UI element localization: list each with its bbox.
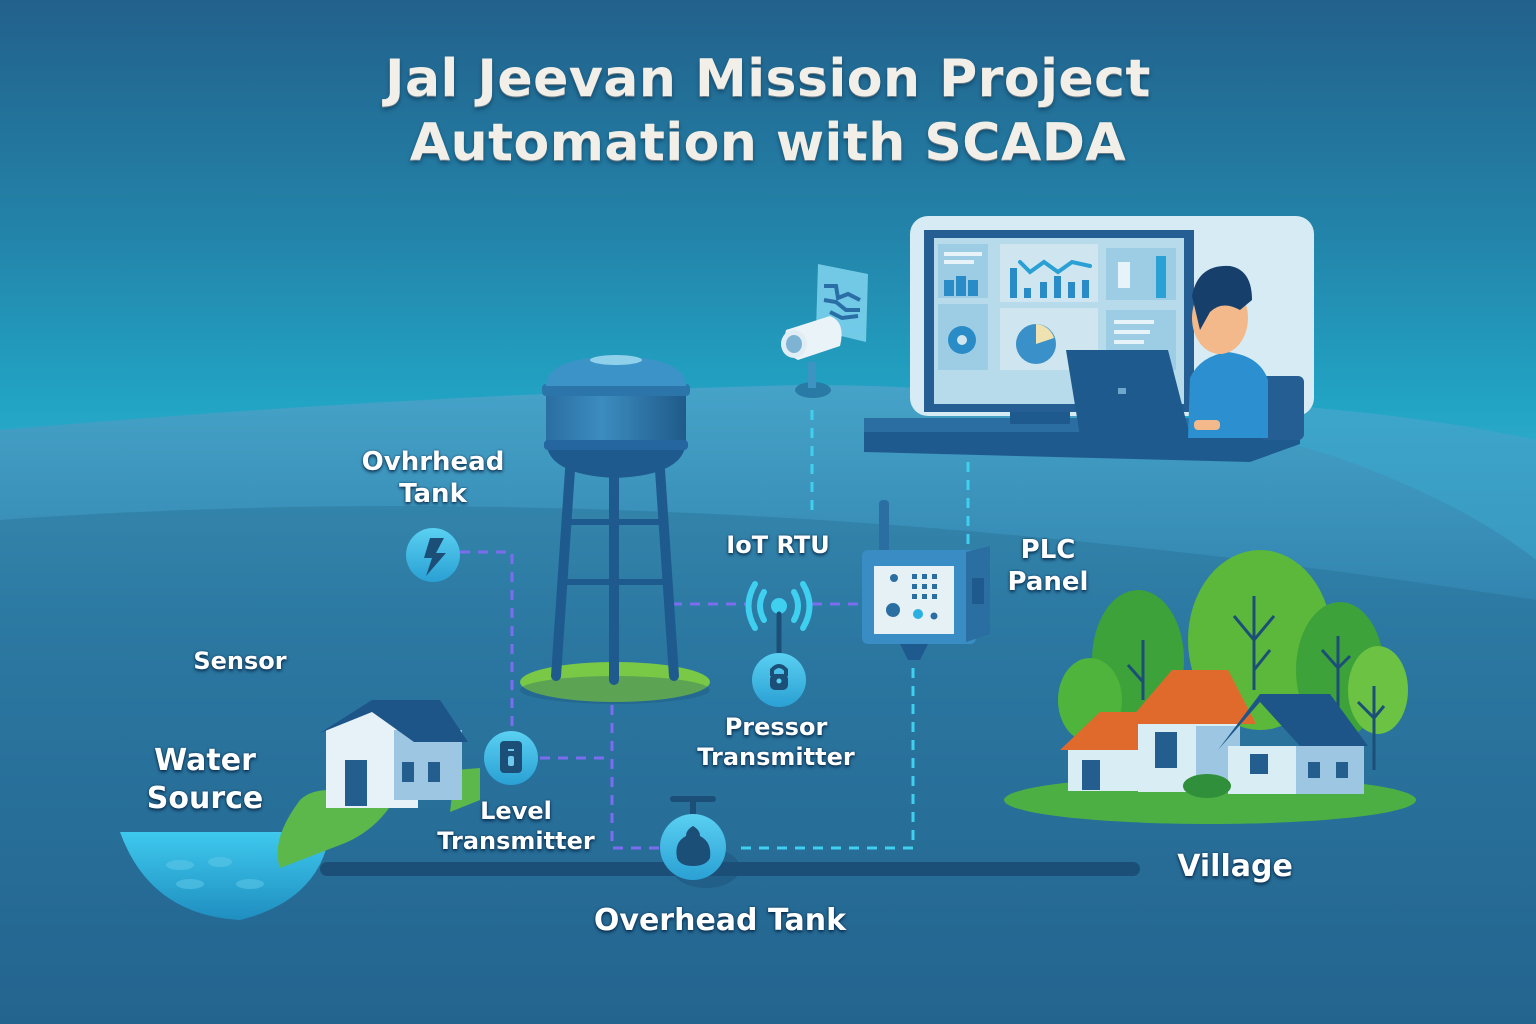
- page-title-line-1: Jal Jeevan Mission Project: [385, 49, 1151, 109]
- label-line: Source: [146, 781, 264, 816]
- label-line: PLC: [1020, 535, 1076, 565]
- label-plc-panel: PLC Panel: [996, 534, 1100, 598]
- label-line: Transmitter: [697, 743, 855, 771]
- computer-monitor-icon[interactable]: [864, 216, 1314, 462]
- pump-house-icon[interactable]: [277, 700, 481, 868]
- label-iot-rtu: IoT RTU: [726, 531, 830, 559]
- lock-icon[interactable]: [752, 653, 806, 707]
- house-left: [1060, 712, 1148, 791]
- security-camera-icon[interactable]: [781, 264, 868, 398]
- lightning-icon[interactable]: [406, 528, 460, 582]
- label-line: Tank: [399, 479, 467, 509]
- house-right: [1218, 694, 1368, 794]
- village-icon[interactable]: [1004, 550, 1416, 824]
- connection-lines: [460, 410, 970, 850]
- label-line: Ovhrhead: [361, 447, 505, 477]
- label-line: Pressor: [724, 713, 828, 741]
- label-water-source: Water Source: [130, 742, 280, 818]
- main-pipeline: [320, 862, 1140, 876]
- water-source-pond[interactable]: [120, 832, 330, 920]
- label-pressure-transmitter: Pressor Transmitter: [696, 712, 856, 772]
- water-tower-icon[interactable]: [520, 355, 710, 704]
- label-overhead-tank-top: Ovhrhead Tank: [338, 446, 528, 510]
- label-line: Transmitter: [437, 827, 595, 855]
- valve-icon[interactable]: [660, 796, 740, 888]
- level-switch-icon[interactable]: [484, 731, 538, 785]
- qr-code-icon: [823, 284, 861, 321]
- label-sensor: Sensor: [193, 647, 287, 675]
- page-title-line-2: Automation with SCADA: [409, 113, 1127, 173]
- label-line: Water: [154, 743, 256, 778]
- label-village: Village: [1177, 849, 1293, 884]
- label-overhead-tank-bottom: Overhead Tank: [593, 903, 847, 938]
- label-line: Level: [480, 797, 552, 825]
- label-line: Panel: [1007, 567, 1089, 597]
- label-level-transmitter: Level Transmitter: [436, 796, 596, 856]
- wireless-antenna-icon[interactable]: [745, 581, 813, 655]
- plc-panel-icon[interactable]: [862, 500, 990, 660]
